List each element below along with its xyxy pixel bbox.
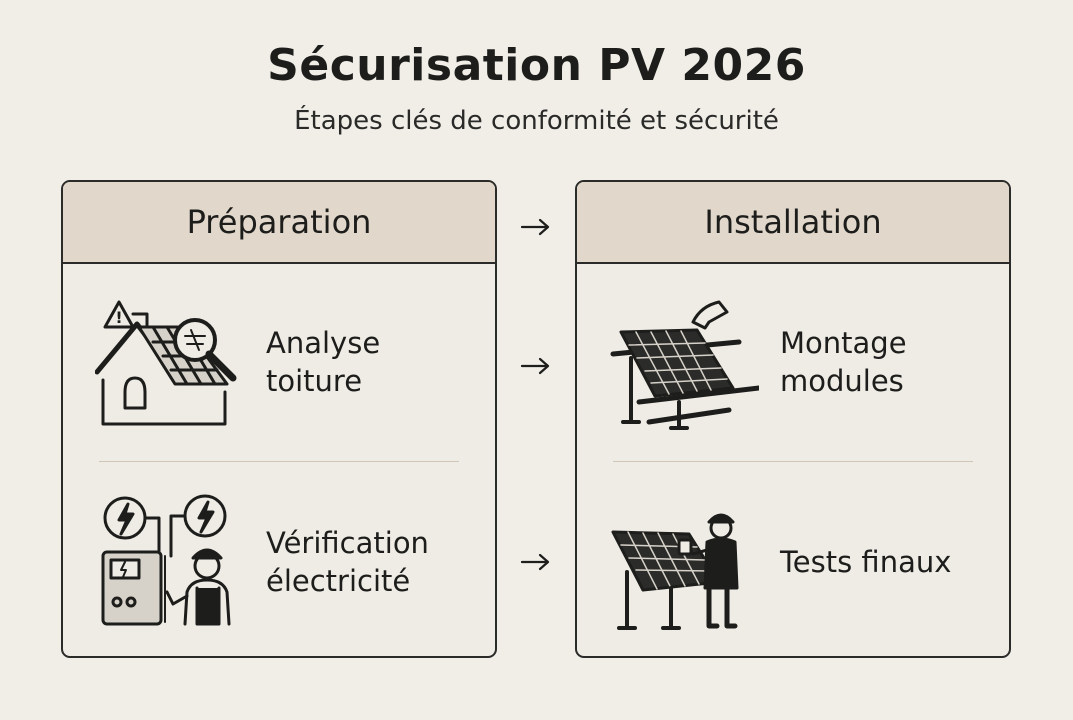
arrow-right-icon [520,357,550,375]
step-label-text: Tests finaux [780,545,952,579]
step-label-text: Analyse toiture [266,326,381,398]
panel-preparation: Préparation ! Analys [61,180,497,658]
step-tests-finaux: Tests finaux [577,482,1009,642]
electrician-icon [101,494,231,626]
roof-inspection-icon: ! [95,300,237,426]
step-label-text: Vérification électricité [266,526,429,598]
panel-title: Préparation [63,182,495,264]
solar-panel-mounting-icon [610,300,759,430]
arrow-right-icon [520,553,550,571]
panel-title: Installation [577,182,1009,264]
step-verification-electricite: Vérification électricité [63,482,495,642]
step-label: Montage modules [780,282,1000,442]
panel-installation: Installation Montage modules [575,180,1011,658]
step-label: Vérification électricité [266,482,486,642]
arrow-right-icon [520,218,550,236]
step-divider [613,461,973,462]
step-analyse-toiture: ! Analyse toiture [63,282,495,442]
step-label: Analyse toiture [266,282,486,442]
solar-panel-testing-icon [611,513,739,630]
page-subtitle: Étapes clés de conformité et sécurité [294,106,779,136]
step-divider [99,461,459,462]
step-montage-modules: Montage modules [577,282,1009,442]
step-label: Tests finaux [780,482,1000,642]
step-label-text: Montage modules [780,326,907,398]
svg-text:!: ! [115,308,122,327]
page-title: Sécurisation PV 2026 [267,40,806,91]
